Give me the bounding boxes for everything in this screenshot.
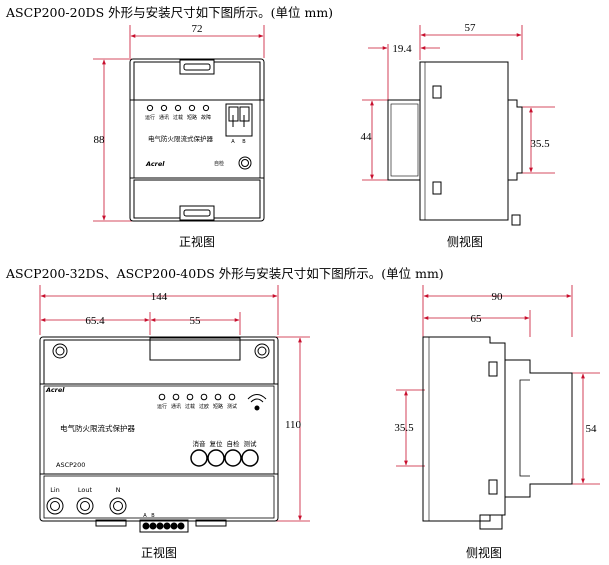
top-side-dim-offset: 19.4 [392, 43, 412, 55]
bottom-indicator-label: 通讯 [171, 403, 181, 410]
bottom-front-caption: 正视图 [141, 545, 177, 560]
bottom-front-labels: Acrel 运行 通讯 过载 过欧 短路 测试 电气防火限流式保护器 ASCP2… [45, 386, 257, 560]
top-side-caption: 侧视图 [447, 234, 483, 249]
top-terminal-a-label: A [231, 139, 235, 145]
bottom-indicator-label: 过载 [185, 403, 195, 410]
heading-bottom: ASCP200-32DS、ASCP200-40DS 外形与安装尺寸如下图所示。(… [6, 266, 444, 281]
top-side-depth-dimension: 57 [419, 22, 523, 60]
bottom-indicator-label: 过欧 [199, 403, 209, 410]
bottom-front-dim-width: 144 [151, 291, 168, 303]
top-indicator-label: 运行 [145, 114, 155, 121]
top-self-test-label: 自检 [214, 160, 224, 167]
top-front-dim-height: 88 [94, 134, 106, 146]
top-front-view: 72 88 [93, 23, 265, 222]
top-side-dim-depth: 57 [465, 22, 477, 34]
bottom-indicator-label: 短路 [213, 403, 223, 410]
bottom-side-depth-dimension: 90 [422, 285, 573, 337]
top-front-dim-width: 72 [192, 23, 203, 35]
bottom-indicator-label: 运行 [157, 403, 167, 410]
bottom-side-dim-rail: 35.5 [394, 422, 414, 434]
top-indicator-label: 故障 [201, 114, 211, 121]
top-device-name: 电气防火限流式保护器 [148, 134, 214, 143]
bottom-device-name: 电气防火限流式保护器 [60, 423, 135, 433]
top-indicator-label: 过载 [173, 114, 183, 121]
bottom-side-dim-right: 54 [586, 423, 598, 435]
bottom-front-mid-dimension: 55 [150, 312, 241, 335]
top-side-offset-dimension: 19.4 [368, 43, 440, 100]
top-side-rail-dimension: 35.5 [522, 106, 555, 174]
bottom-terminal-a-label: A [143, 513, 147, 519]
bottom-side-view: 90 65 35.5 54 [394, 285, 600, 530]
bottom-front-left-dimension: 65.4 [40, 312, 151, 335]
bottom-side-rail-dimension: 35.5 [394, 389, 425, 467]
bottom-front-dim-height: 110 [285, 419, 302, 431]
bottom-side-caption: 侧视图 [466, 545, 502, 560]
bottom-model-label: ASCP200 [56, 461, 85, 469]
bottom-terminal-label: Lin [50, 486, 60, 494]
top-side-dim-left: 44 [361, 131, 373, 143]
top-indicator-label: 短路 [187, 114, 197, 121]
bottom-front-width-dimension: 144 [39, 285, 279, 335]
bottom-front-dim-mid: 55 [190, 315, 202, 327]
bottom-indicator-label: 测试 [227, 403, 237, 410]
top-side-view: 57 19.4 44 35.5 [361, 22, 555, 226]
bottom-terminal-label: Lout [78, 486, 93, 494]
top-side-dim-rail: 35.5 [530, 138, 550, 150]
top-indicator-label: 通讯 [159, 114, 169, 121]
top-front-caption: 正视图 [179, 234, 215, 249]
bottom-brand-logo: Acrel [45, 386, 65, 394]
top-terminal-b-label: B [242, 139, 246, 145]
top-front-width-dimension: 72 [129, 23, 265, 58]
bottom-front-view: 144 65.4 55 110 [39, 285, 310, 533]
bottom-button-label: 自检 [227, 439, 241, 448]
bottom-terminal-b-label: B [151, 513, 155, 519]
top-brand-logo: Acrel [145, 160, 165, 168]
bottom-side-right-dimension: 54 [572, 372, 600, 485]
bottom-side-offset-dimension: 65 [423, 310, 531, 337]
bottom-side-dim-offset: 65 [471, 313, 483, 325]
bottom-terminal-label: N [116, 486, 121, 494]
top-front-height-dimension: 88 [93, 58, 132, 222]
bottom-side-dim-depth: 90 [492, 291, 504, 303]
bottom-button-label: 复位 [210, 439, 224, 448]
top-front-labels: 运行 通讯 过载 短路 故障 A B 电气防火限流式保护器 Acrel 自检 正… [145, 114, 246, 249]
bottom-button-label: 消音 [193, 439, 207, 448]
bottom-button-label: 测试 [244, 439, 258, 448]
bottom-front-dim-left: 65.4 [85, 315, 105, 327]
heading-top: ASCP200-20DS 外形与安装尺寸如下图所示。(单位 mm) [6, 5, 334, 20]
top-side-left-dimension: 44 [361, 99, 390, 181]
bottom-front-height-dimension: 110 [276, 336, 310, 522]
